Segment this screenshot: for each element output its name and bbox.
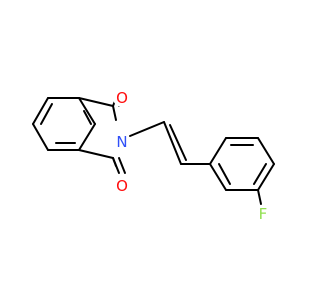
atom-oxygen-bottom: O (113, 177, 131, 195)
atom-label-f: F (259, 205, 268, 223)
bond-line (209, 137, 227, 165)
bond-line (112, 105, 117, 121)
bond-line (129, 121, 165, 137)
bond-line (118, 157, 126, 174)
bond-line (78, 97, 96, 125)
atom-oxygen-top: O (113, 89, 131, 107)
structure-diagram: O N O F (32, 89, 275, 223)
bond-line (78, 97, 114, 107)
bond-line (112, 157, 120, 174)
bond-line (257, 163, 275, 191)
bond-line (257, 189, 262, 205)
bond-line (257, 137, 275, 165)
atom-label-o-top: O (116, 89, 128, 107)
bond-line (218, 163, 231, 185)
bond-line (169, 124, 187, 161)
bond-line (78, 123, 96, 151)
bond-line (83, 110, 92, 125)
bond-line (253, 163, 267, 185)
bond-line (78, 149, 114, 159)
bond-line (32, 97, 49, 125)
atom-label-o-bottom: O (116, 177, 128, 195)
bond-line (209, 163, 227, 191)
atom-nitrogen: N (113, 133, 131, 151)
bond-layer (32, 90, 275, 205)
bond-line (32, 123, 49, 151)
atom-layer: O N O F (113, 89, 272, 223)
atom-fluorine: F (254, 205, 272, 223)
atom-label-n: N (116, 133, 127, 151)
bond-line (40, 103, 53, 125)
bond-line (163, 121, 182, 165)
